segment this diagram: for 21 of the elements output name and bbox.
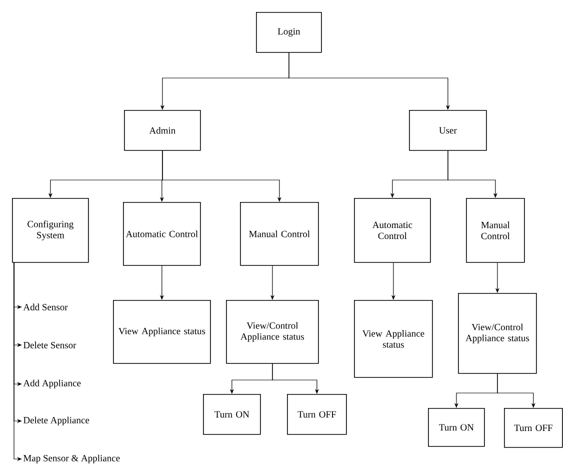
process-box: View Appliance status [113,300,211,364]
process-box: View/Control Appliance status [458,293,537,374]
list-item: Add Sensor [23,304,68,310]
process-box: Automatic Control [354,198,431,263]
process-box: Turn ON [203,394,261,435]
list-item: Delete Appliance [23,416,90,426]
process-box: Login [256,12,322,53]
process-box: Manual Control [466,198,525,263]
process-box: Configuring System [12,198,89,263]
process-box: Turn ON [428,408,485,447]
process-box: Manual Control [240,202,319,266]
process-box: View/Control Appliance status [226,300,319,364]
process-box: Automatic Control [123,202,201,266]
process-box: View Appliance status [354,300,433,378]
process-box: Admin [124,110,201,151]
process-box: User [409,110,487,151]
list-item: Delete Sensor [23,342,76,348]
list-item: Add Appliance [23,380,81,388]
list-item: Map Sensor & Appliance [23,454,120,464]
process-box: Turn OFF [504,408,563,448]
process-box: Turn OFF [287,394,347,435]
